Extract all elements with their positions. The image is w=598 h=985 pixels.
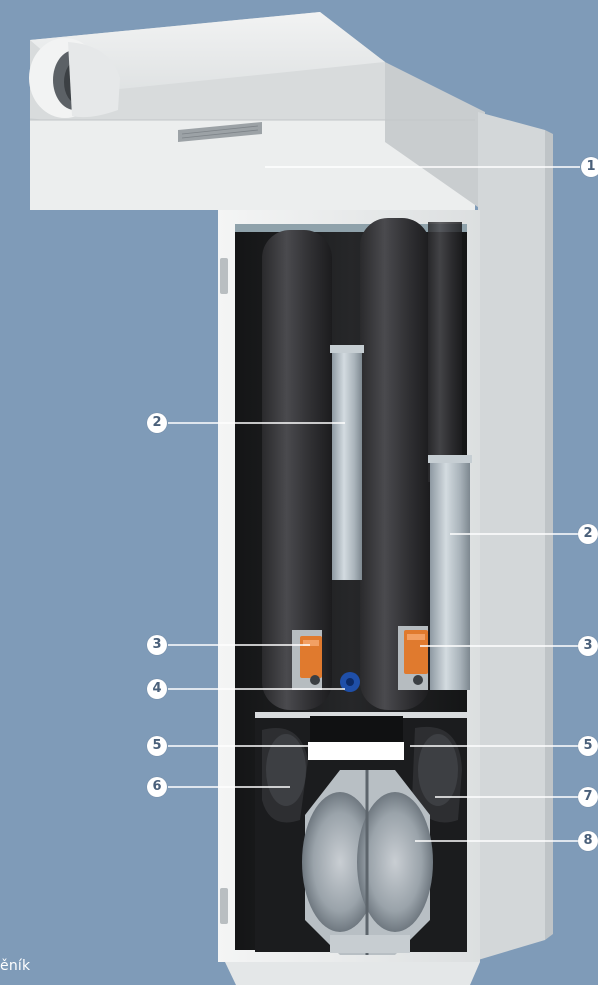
caption-text: ěník <box>0 958 31 974</box>
damper-actuator-right <box>398 626 428 690</box>
cabinet-side <box>478 112 553 960</box>
leader-lines <box>168 166 580 842</box>
damper-actuator-left <box>292 630 322 690</box>
fan-left <box>262 728 308 823</box>
galvanised-ducts <box>330 345 472 690</box>
duct-connector <box>29 38 120 118</box>
callout-2-right: 2 <box>578 524 598 544</box>
callout-1-top: 1 <box>581 157 598 177</box>
callout-6-left: 6 <box>147 777 167 797</box>
callout-5-left: 5 <box>147 736 167 756</box>
callout-3-left: 3 <box>147 635 167 655</box>
callout-4-left: 4 <box>147 679 167 699</box>
blue-valve <box>340 672 360 692</box>
ceiling-housing <box>30 12 485 212</box>
heat-exchanger <box>302 770 433 955</box>
insulated-ducts <box>262 218 462 710</box>
callout-5-right: 5 <box>578 736 598 756</box>
callout-8-right: 8 <box>578 831 598 851</box>
callout-7-right: 7 <box>578 787 598 807</box>
callout-3-right: 3 <box>578 636 598 656</box>
fan-right <box>412 726 462 823</box>
callout-2-left: 2 <box>147 413 167 433</box>
